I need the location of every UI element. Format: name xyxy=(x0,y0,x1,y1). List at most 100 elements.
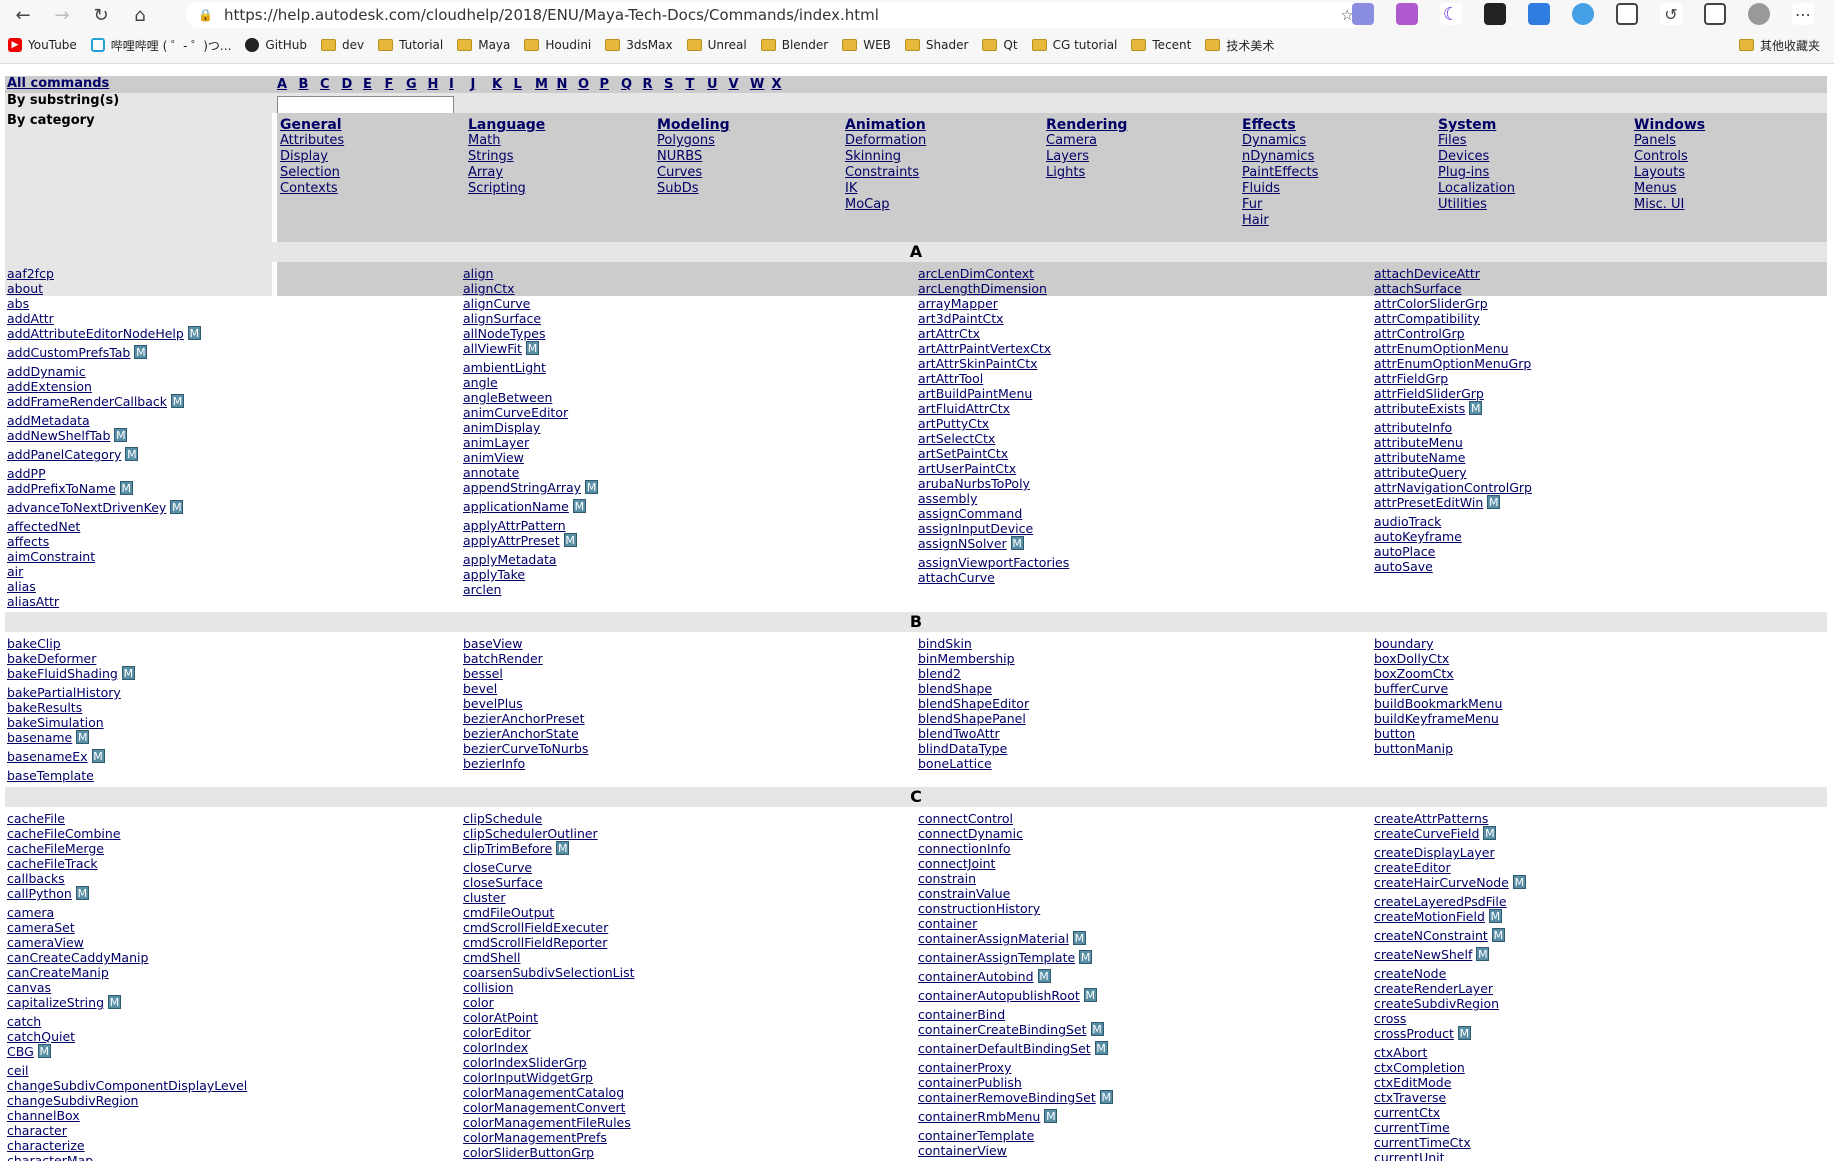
command-link[interactable]: cacheFileTrack xyxy=(7,856,98,871)
collections-icon[interactable] xyxy=(1704,3,1726,25)
bookmark-folder[interactable]: Unreal xyxy=(686,38,747,52)
extension-icon[interactable] xyxy=(1352,3,1374,25)
category-heading-general[interactable]: General xyxy=(280,117,342,133)
command-link[interactable]: applyAttrPreset xyxy=(463,533,560,548)
letter-link-n[interactable]: N xyxy=(556,77,568,92)
category-link[interactable]: Devices xyxy=(1438,149,1490,164)
command-link[interactable]: ctxTraverse xyxy=(1374,1090,1447,1105)
command-link[interactable]: attrEnumOptionMenu xyxy=(1374,341,1509,356)
command-link[interactable]: containerRemoveBindingSet xyxy=(918,1090,1096,1105)
extension-icon[interactable] xyxy=(1484,3,1506,25)
command-link[interactable]: clipTrimBefore xyxy=(463,841,553,856)
command-link[interactable]: cross xyxy=(1374,1011,1407,1026)
category-link[interactable]: Layouts xyxy=(1634,165,1685,180)
category-link[interactable]: Layers xyxy=(1046,149,1090,164)
category-link[interactable]: Utilities xyxy=(1438,197,1487,212)
letter-link-d[interactable]: D xyxy=(341,77,353,92)
all-commands-link[interactable]: All commands xyxy=(7,76,110,91)
letter-link-h[interactable]: H xyxy=(427,77,439,92)
command-link[interactable]: currentTime xyxy=(1374,1120,1450,1135)
category-heading-windows[interactable]: Windows xyxy=(1634,117,1706,133)
letter-link-m[interactable]: M xyxy=(535,77,548,92)
m-badge-icon[interactable]: M xyxy=(75,886,89,900)
command-link[interactable]: applyTake xyxy=(463,567,526,582)
m-badge-icon[interactable]: M xyxy=(37,1044,51,1058)
command-link[interactable]: advanceToNextDrivenKey xyxy=(7,500,167,515)
command-link[interactable]: artAttrTool xyxy=(918,371,984,386)
command-link[interactable]: attachCurve xyxy=(918,570,995,585)
command-link[interactable]: bakeResults xyxy=(7,700,83,715)
command-link[interactable]: blendShapePanel xyxy=(918,711,1026,726)
command-link[interactable]: createAttrPatterns xyxy=(1374,811,1489,826)
command-link[interactable]: closeCurve xyxy=(463,860,533,875)
command-link[interactable]: createNode xyxy=(1374,966,1447,981)
command-link[interactable]: audioTrack xyxy=(1374,514,1442,529)
category-link[interactable]: Contexts xyxy=(280,181,338,196)
command-link[interactable]: CBG xyxy=(7,1044,34,1059)
command-link[interactable]: bessel xyxy=(463,666,503,681)
command-link[interactable]: attrFieldGrp xyxy=(1374,371,1449,386)
command-link[interactable]: coarsenSubdivSelectionList xyxy=(463,965,635,980)
command-link[interactable]: autoPlace xyxy=(1374,544,1436,559)
command-link[interactable]: cmdScrollFieldReporter xyxy=(463,935,608,950)
command-link[interactable]: buttonManip xyxy=(1374,741,1454,756)
m-badge-icon[interactable]: M xyxy=(119,481,133,495)
bookmark-folder[interactable]: 3dsMax xyxy=(605,38,673,52)
command-link[interactable]: autoKeyframe xyxy=(1374,529,1462,544)
command-link[interactable]: connectControl xyxy=(918,811,1014,826)
bookmark-folder[interactable]: Tecent xyxy=(1131,38,1191,52)
command-link[interactable]: createRenderLayer xyxy=(1374,981,1494,996)
category-link[interactable]: Strings xyxy=(468,149,514,164)
letter-link-i[interactable]: I xyxy=(449,77,454,92)
letter-link-g[interactable]: G xyxy=(406,77,417,92)
category-link[interactable]: MoCap xyxy=(845,197,890,212)
command-link[interactable]: bufferCurve xyxy=(1374,681,1449,696)
substring-input[interactable] xyxy=(277,96,454,116)
command-link[interactable]: addNewShelfTab xyxy=(7,428,111,443)
command-link[interactable]: containerAutopublishRoot xyxy=(918,988,1080,1003)
command-link[interactable]: ctxCompletion xyxy=(1374,1060,1465,1075)
letter-link-r[interactable]: R xyxy=(642,77,653,92)
category-link[interactable]: Camera xyxy=(1046,133,1098,148)
command-link[interactable]: arcLenDimContext xyxy=(918,266,1034,281)
command-link[interactable]: aliasAttr xyxy=(7,594,60,609)
command-link[interactable]: createNewShelf xyxy=(1374,947,1473,962)
command-link[interactable]: artPuttyCtx xyxy=(918,416,990,431)
command-link[interactable]: currentUnit xyxy=(1374,1150,1445,1161)
category-link[interactable]: Localization xyxy=(1438,181,1515,196)
command-link[interactable]: collision xyxy=(463,980,514,995)
command-link[interactable]: colorIndexSliderGrp xyxy=(463,1055,587,1070)
command-link[interactable]: cacheFileMerge xyxy=(7,841,104,856)
bookmark-bilibili[interactable]: 哔哩哔哩 ( ゜- ゜)つ... xyxy=(90,37,231,54)
command-link[interactable]: binMembership xyxy=(918,651,1015,666)
command-link[interactable]: character xyxy=(7,1123,67,1138)
bookmark-folder[interactable]: WEB xyxy=(842,38,891,52)
bookmark-folder[interactable]: 技术美术 xyxy=(1205,37,1274,54)
command-link[interactable]: applyMetadata xyxy=(463,552,557,567)
command-link[interactable]: attributeName xyxy=(1374,450,1466,465)
command-link[interactable]: aimConstraint xyxy=(7,549,96,564)
category-heading-rendering[interactable]: Rendering xyxy=(1046,117,1128,133)
letter-link-q[interactable]: Q xyxy=(621,77,633,92)
command-link[interactable]: canvas xyxy=(7,980,52,995)
m-badge-icon[interactable]: M xyxy=(134,345,148,359)
command-link[interactable]: allViewFit xyxy=(463,341,522,356)
command-link[interactable]: angle xyxy=(463,375,498,390)
menu-icon[interactable]: ⋯ xyxy=(1792,3,1814,25)
command-link[interactable]: air xyxy=(7,564,24,579)
category-link[interactable]: Attributes xyxy=(280,133,345,148)
command-link[interactable]: colorAtPoint xyxy=(463,1010,539,1025)
command-link[interactable]: container xyxy=(918,916,978,931)
command-link[interactable]: artSetPaintCtx xyxy=(918,446,1009,461)
command-link[interactable]: colorInputWidgetGrp xyxy=(463,1070,593,1085)
command-link[interactable]: baseView xyxy=(463,636,523,651)
command-link[interactable]: abs xyxy=(7,296,30,311)
reading-icon[interactable] xyxy=(1616,3,1638,25)
command-link[interactable]: buildKeyframeMenu xyxy=(1374,711,1499,726)
command-link[interactable]: createDisplayLayer xyxy=(1374,845,1495,860)
command-link[interactable]: align xyxy=(463,266,494,281)
letter-link-o[interactable]: O xyxy=(578,77,590,92)
letter-link-p[interactable]: P xyxy=(599,77,610,92)
m-badge-icon[interactable]: M xyxy=(1079,950,1093,964)
command-link[interactable]: constrain xyxy=(918,871,977,886)
